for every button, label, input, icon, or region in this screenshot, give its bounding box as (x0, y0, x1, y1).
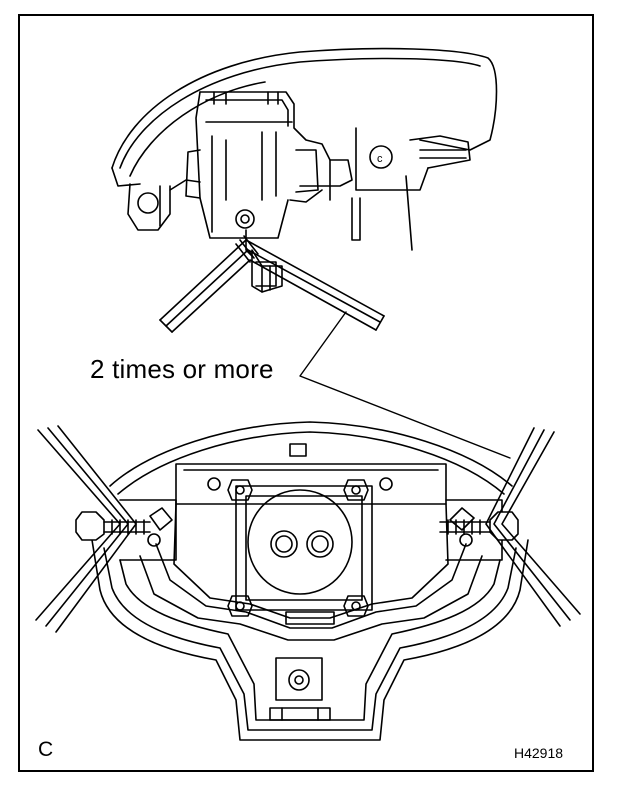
leader-line (299, 311, 511, 459)
view-letter: C (38, 738, 54, 761)
wire-icon (485, 427, 581, 627)
figure-code: H42918 (514, 745, 564, 761)
wire-icon (159, 239, 385, 333)
wire-icon (35, 425, 137, 633)
callout-label: 2 times or more (90, 354, 274, 384)
airbag-side-view: c (111, 47, 498, 261)
bolt-icon (75, 511, 151, 541)
svg-text:c: c (377, 153, 383, 165)
steering-pad-front-view (91, 421, 529, 741)
